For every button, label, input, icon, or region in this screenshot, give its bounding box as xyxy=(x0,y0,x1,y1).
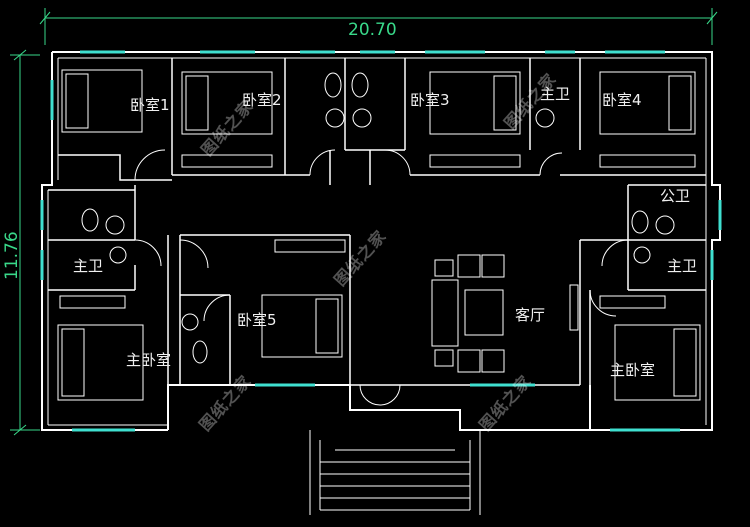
room-label-master-bath-right: 主卫 xyxy=(667,257,698,275)
door-swings xyxy=(134,149,629,406)
bathroom-fixtures xyxy=(81,72,675,364)
room-label-master-bedroom-right: 主卧室 xyxy=(610,361,656,379)
room-label-master-bath-left: 主卫 xyxy=(73,257,104,275)
room-label-public-bath: 公卫 xyxy=(660,187,691,205)
cabinets xyxy=(59,154,696,309)
room-label-bedroom1: 卧室1 xyxy=(130,96,170,114)
sofa-set xyxy=(431,254,579,373)
room-label-bedroom2: 卧室2 xyxy=(242,91,282,109)
room-label-living-room: 客厅 xyxy=(515,306,546,324)
windows xyxy=(40,50,722,432)
room-label-master-bedroom-left: 主卧室 xyxy=(126,351,172,369)
room-label-bathroom-top: 主卫 xyxy=(540,85,571,103)
room-label-bedroom4: 卧室4 xyxy=(602,91,642,109)
width-dimension: 20.70 xyxy=(348,20,397,40)
interior-walls xyxy=(48,58,706,430)
dimension-lines xyxy=(10,8,718,436)
depth-dimension: 11.76 xyxy=(2,231,22,280)
beds xyxy=(57,69,701,401)
room-label-bedroom3: 卧室3 xyxy=(410,91,450,109)
room-label-bedroom5: 卧室5 xyxy=(237,311,277,329)
entrance-steps xyxy=(309,430,481,515)
